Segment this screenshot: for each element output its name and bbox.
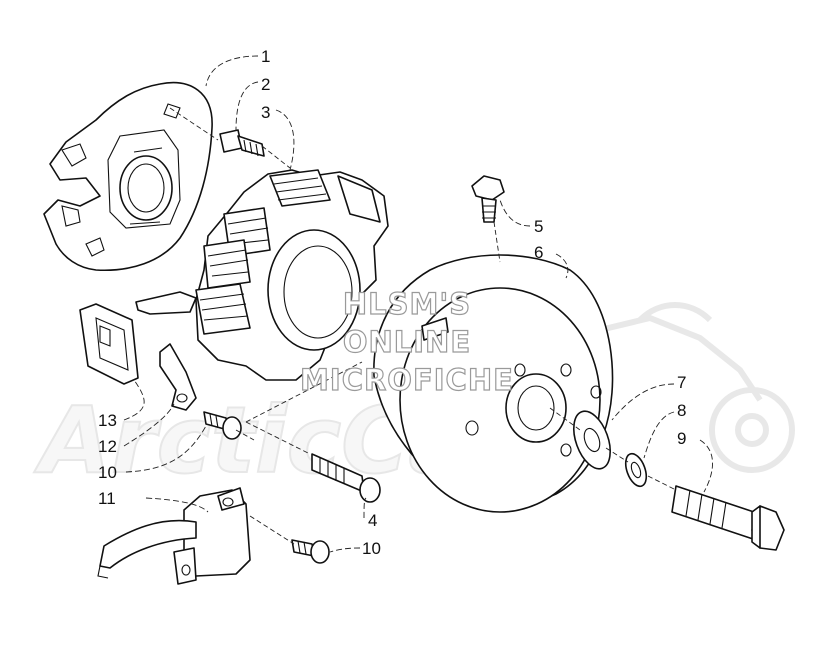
screw-10-lower	[291, 539, 330, 564]
callout-9: 9	[677, 429, 686, 448]
bracket-13	[79, 303, 139, 385]
callout-8: 8	[677, 401, 686, 420]
stator-plate	[43, 82, 213, 272]
clip-12	[159, 343, 197, 411]
washer-7	[572, 410, 612, 470]
assembly-lines	[169, 107, 677, 545]
callouts: 1 2 3 5 6 7 8 9 13 12 10 11 4 10	[98, 47, 686, 558]
text-watermark: HLSM'S ONLINE MICROFICHE	[299, 286, 514, 397]
callout-2: 2	[261, 75, 270, 94]
motorcycle-silhouette-icon	[599, 302, 795, 473]
callout-1: 1	[261, 47, 270, 66]
watermark-line-3: MICROFICHE	[300, 363, 514, 397]
screw-2	[219, 129, 265, 157]
callout-10-upper: 10	[98, 463, 117, 482]
flywheel-6	[373, 254, 614, 513]
callout-3: 3	[261, 103, 270, 122]
screw-10-upper	[203, 411, 242, 440]
flywheel-bolt-9	[671, 485, 785, 551]
bolt-5	[471, 175, 505, 223]
callout-13: 13	[98, 411, 117, 430]
lock-washer-8	[624, 452, 648, 488]
callout-10-lower: 10	[362, 539, 381, 558]
callout-5: 5	[534, 217, 543, 236]
callout-12: 12	[98, 437, 117, 456]
stator-coil	[135, 169, 389, 381]
bolt-4	[311, 453, 381, 503]
watermark-line-1: HLSM'S	[343, 287, 471, 321]
watermark-line-2: ONLINE	[343, 325, 471, 359]
callout-4: 4	[368, 511, 377, 530]
trigger-sensor-11	[97, 487, 251, 585]
leader-lines	[123, 55, 713, 553]
callout-11: 11	[98, 489, 116, 508]
callout-6: 6	[534, 243, 543, 262]
callout-7: 7	[677, 373, 686, 392]
